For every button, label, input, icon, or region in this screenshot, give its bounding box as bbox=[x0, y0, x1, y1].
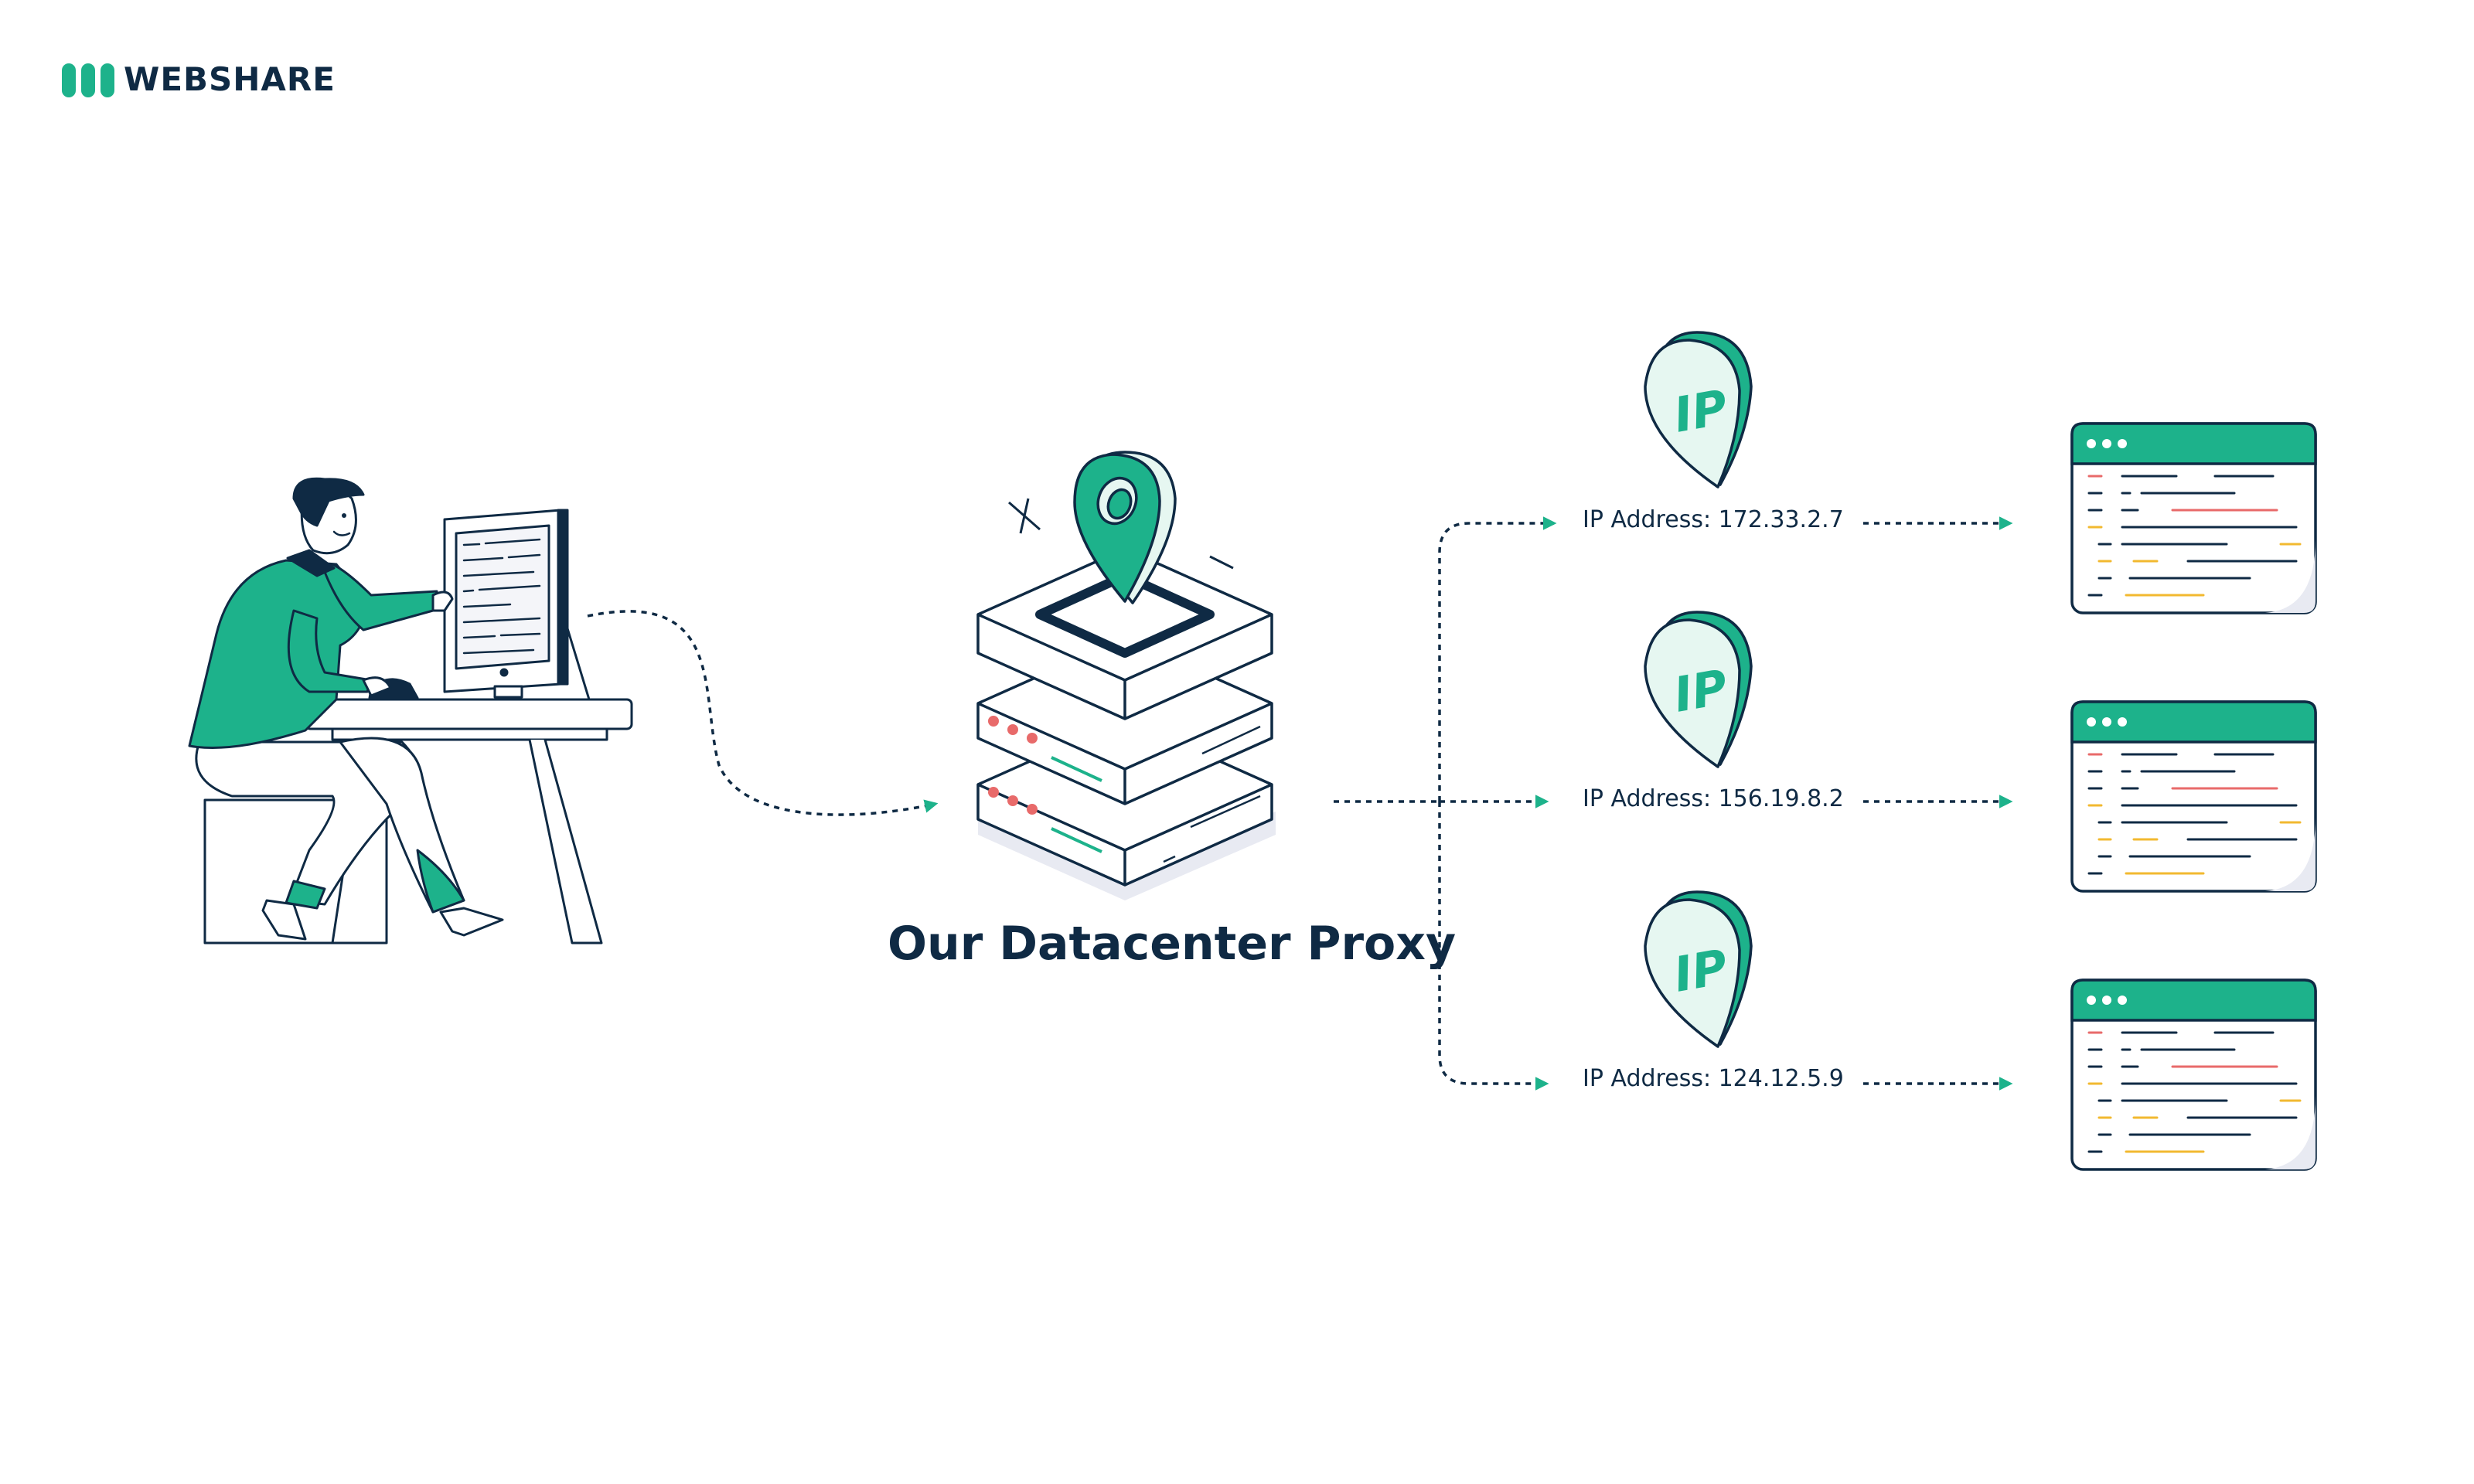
ip-pin-text-3: IP bbox=[1670, 938, 1732, 1003]
ip-pin-text-1: IP bbox=[1670, 379, 1732, 444]
ip-pin-text-2: IP bbox=[1670, 659, 1732, 723]
browser-window-code-icon bbox=[2070, 422, 2317, 1171]
webshare-logo-icon bbox=[62, 63, 114, 97]
connector-client-to-proxy bbox=[587, 610, 939, 816]
brand-name: WEBSHARE bbox=[124, 60, 336, 98]
server-stack-with-location-pin-icon bbox=[976, 451, 1276, 900]
ip-address-label-3: IP Address: 124.12.5.9 bbox=[1583, 1065, 1844, 1092]
ip-pin-icon-3: IP bbox=[1644, 890, 1753, 1048]
browser-window-3 bbox=[2070, 979, 2317, 1171]
ip-pin-icon-1: IP bbox=[1644, 331, 1753, 488]
browser-window-1 bbox=[2070, 422, 2317, 614]
browser-window-2 bbox=[2070, 700, 2317, 893]
connectors-proxy-to-ips bbox=[1334, 516, 2013, 1091]
person-at-computer-illustration bbox=[188, 477, 633, 945]
ip-pin-icon-2: IP bbox=[1644, 611, 1753, 768]
proxy-title: Our Datacenter Proxy bbox=[888, 917, 1457, 971]
ip-address-label-2: IP Address: 156.19.8.2 bbox=[1583, 785, 1844, 812]
ip-address-label-1: IP Address: 172.33.2.7 bbox=[1583, 506, 1844, 533]
